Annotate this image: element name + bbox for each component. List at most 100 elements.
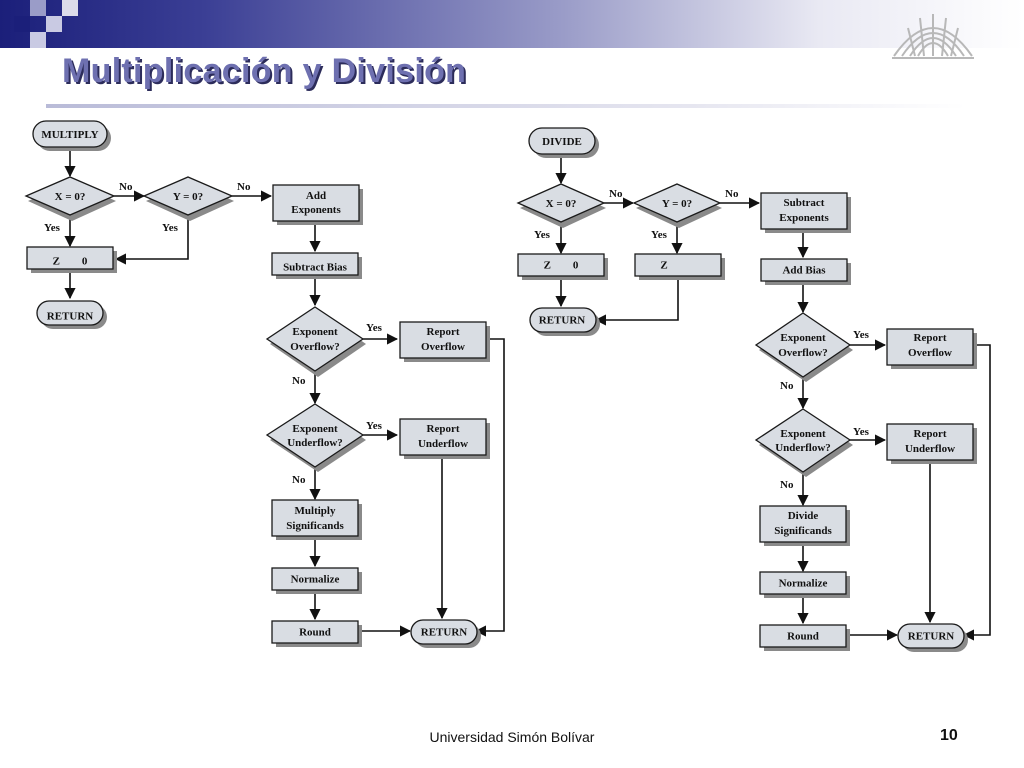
divide-add-bias-box: Add Bias: [760, 258, 851, 285]
divide-significands-line2: Significands: [774, 525, 832, 537]
multiply-report-overflow-line2: Overflow: [421, 341, 465, 353]
multiply-return-early-label: RETURN: [47, 311, 94, 323]
logo-square-4: [30, 32, 46, 48]
divide-exp-overflow-decision: Exponent Overflow?: [754, 312, 853, 382]
multiply-exp-overflow-line1: Exponent: [292, 326, 338, 338]
multiply-yes-label: Yes: [162, 222, 179, 234]
multiply-yes-label: Yes: [366, 322, 383, 334]
divide-exp-overflow-line1: Exponent: [780, 332, 826, 344]
divide-flowchart: No No Yes Yes Yes No Yes No DIVIDE X = 0…: [516, 127, 991, 652]
multiply-significands-box: Multiply Significands: [271, 499, 362, 540]
multiply-round-box: Round: [271, 620, 362, 647]
divide-no-label: No: [725, 188, 739, 200]
divide-y-zero-decision: Y = 0?: [632, 183, 722, 228]
multiply-y-zero-decision: Y = 0?: [142, 176, 234, 221]
divide-report-underflow-line1: Report: [914, 428, 947, 440]
multiply-z-zero-box: Z 0: [26, 246, 117, 273]
logo-square-1: [14, 16, 30, 32]
title-underline: [46, 104, 966, 108]
university-emblem-icon: [892, 14, 974, 59]
logo-square-5: [62, 0, 78, 16]
divide-no-label: No: [780, 479, 794, 491]
multiply-report-underflow-line2: Underflow: [418, 438, 468, 450]
multiply-subtract-bias-label: Subtract Bias: [283, 262, 348, 274]
multiply-report-overflow-line1: Report: [427, 326, 460, 338]
logo-square-3: [46, 16, 62, 32]
divide-significands-line1: Divide: [788, 510, 819, 522]
divide-report-underflow-box: Report Underflow: [886, 423, 977, 464]
divide-report-overflow-box: Report Overflow: [886, 328, 977, 369]
multiply-exp-underflow-line2: Underflow?: [287, 437, 343, 449]
header-band: [0, 0, 1024, 48]
divide-normalize-box: Normalize: [759, 571, 850, 598]
divide-report-overflow-line2: Overflow: [908, 347, 952, 359]
divide-start-node: DIVIDE: [528, 127, 599, 158]
multiply-no-label: No: [119, 181, 133, 193]
multiply-no-label: No: [237, 181, 251, 193]
divide-subtract-exponents-line2: Exponents: [779, 212, 829, 224]
multiply-exp-overflow-line2: Overflow?: [290, 341, 339, 353]
multiply-exp-underflow-decision: Exponent Underflow?: [265, 403, 366, 472]
divide-edges: [555, 155, 991, 641]
multiply-report-overflow-box: Report Overflow: [399, 321, 490, 362]
slide-footer: Universidad Simón Bolívar: [429, 729, 595, 745]
divide-significands-box: Divide Significands: [759, 505, 850, 546]
logo-square-2: [30, 0, 46, 16]
divide-report-overflow-line1: Report: [914, 332, 947, 344]
multiply-start-node: MULTIPLY: [32, 120, 111, 151]
multiply-z-zero-label: Z 0: [53, 256, 88, 268]
divide-z-zero-label: Z 0: [544, 260, 579, 272]
divide-yes-label: Yes: [853, 426, 870, 438]
divide-exp-underflow-line1: Exponent: [780, 428, 826, 440]
page-number: 10: [940, 727, 958, 744]
multiply-exp-overflow-decision: Exponent Overflow?: [265, 306, 366, 377]
multiply-round-label: Round: [299, 627, 331, 639]
divide-no-label: No: [780, 380, 794, 392]
divide-add-bias-label: Add Bias: [782, 265, 826, 277]
divide-exp-underflow-line2: Underflow?: [775, 442, 831, 454]
multiply-normalize-box: Normalize: [271, 567, 362, 594]
multiply-significands-line1: Multiply: [295, 505, 336, 517]
divide-y-zero-label: Y = 0?: [662, 198, 692, 210]
divide-yes-label: Yes: [534, 229, 551, 241]
divide-no-label: No: [609, 188, 623, 200]
multiply-no-label: No: [292, 375, 306, 387]
divide-report-underflow-line2: Underflow: [905, 443, 955, 455]
multiply-exp-underflow-line1: Exponent: [292, 423, 338, 435]
multiply-return-end-label: RETURN: [421, 627, 468, 639]
divide-start-label: DIVIDE: [542, 136, 582, 148]
divide-exp-overflow-line2: Overflow?: [778, 347, 827, 359]
divide-yes-label: Yes: [853, 329, 870, 341]
multiply-report-underflow-line1: Report: [427, 423, 460, 435]
multiply-edges: [64, 148, 505, 637]
divide-subtract-exponents-box: Subtract Exponents: [760, 192, 851, 233]
divide-exp-underflow-decision: Exponent Underflow?: [754, 408, 853, 477]
divide-return-early-node: RETURN: [529, 307, 600, 336]
multiply-yes-label: Yes: [44, 222, 61, 234]
multiply-add-exponents-line2: Exponents: [291, 204, 341, 216]
divide-return-end-node: RETURN: [897, 623, 968, 652]
divide-z-zero-box: Z 0: [517, 253, 608, 280]
divide-return-early-label: RETURN: [539, 315, 586, 327]
multiply-no-label: No: [292, 474, 306, 486]
divide-x-zero-decision: X = 0?: [516, 183, 606, 228]
multiply-yes-label: Yes: [366, 420, 383, 432]
divide-return-end-label: RETURN: [908, 631, 955, 643]
multiply-subtract-bias-box: Subtract Bias: [271, 252, 362, 279]
divide-subtract-exponents-line1: Subtract: [784, 197, 825, 209]
divide-yes-label: Yes: [651, 229, 668, 241]
multiply-add-exponents-line1: Add: [306, 190, 326, 202]
divide-x-zero-label: X = 0?: [546, 198, 577, 210]
divide-round-label: Round: [787, 631, 819, 643]
divide-z-inf-box: Z: [634, 253, 725, 280]
multiply-start-label: MULTIPLY: [41, 129, 98, 141]
multiply-normalize-label: Normalize: [291, 574, 340, 586]
multiply-y-zero-label: Y = 0?: [173, 191, 203, 203]
divide-round-box: Round: [759, 624, 850, 651]
divide-z-inf-label: Z: [660, 260, 667, 272]
slide-title: Multiplicación y División: [62, 52, 467, 90]
multiply-x-zero-decision: X = 0?: [24, 176, 116, 221]
multiply-flowchart: No No Yes Yes Yes No Yes No MULTIPLY X =…: [24, 120, 505, 648]
multiply-significands-line2: Significands: [286, 520, 344, 532]
